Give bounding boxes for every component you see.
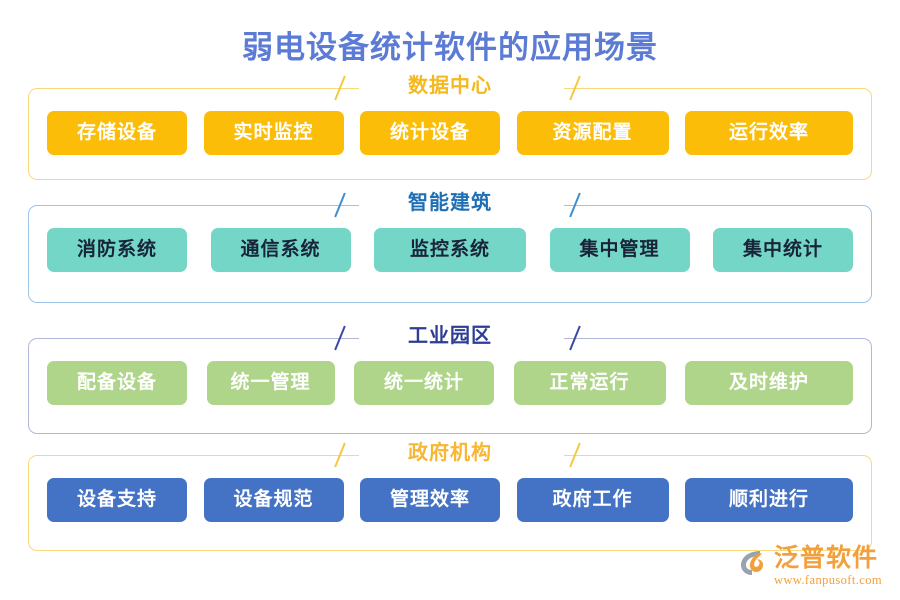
- fanpu-swirl-icon: [738, 548, 768, 578]
- page-title: 弱电设备统计软件的应用场景: [242, 30, 658, 65]
- chip-item[interactable]: 监控系统: [374, 228, 526, 272]
- chip-item[interactable]: 实时监控: [203, 111, 344, 155]
- chip-item[interactable]: 统一统计: [354, 361, 494, 405]
- chip-row: 消防系统 通信系统 监控系统 集中管理 集中统计: [29, 206, 871, 292]
- chip-item[interactable]: 及时维护: [685, 361, 853, 405]
- chip-item[interactable]: 资源配置: [516, 111, 669, 155]
- chip-row: 存储设备 实时监控 统计设备 资源配置 运行效率: [29, 89, 871, 175]
- logo-url: www.fanpusoft.com: [773, 573, 882, 587]
- chip-item[interactable]: 存储设备: [47, 111, 187, 155]
- label-gap: [359, 336, 564, 342]
- chip-item[interactable]: 集中管理: [549, 228, 690, 272]
- section-data-center: 数据中心 存储设备 实时监控 统计设备 资源配置 运行效率: [28, 75, 872, 180]
- chip-item[interactable]: 通信系统: [210, 228, 351, 272]
- label-gap: [359, 453, 564, 459]
- chip-item[interactable]: 正常运行: [513, 361, 666, 405]
- label-gap: [359, 86, 564, 92]
- logo-name: 泛普软件: [773, 544, 878, 572]
- label-gap: [359, 203, 564, 209]
- chip-item[interactable]: 统计设备: [360, 111, 500, 155]
- chip-item[interactable]: 设备支持: [47, 478, 187, 522]
- section-smart-building: 智能建筑 消防系统 通信系统 监控系统 集中管理 集中统计: [28, 192, 872, 303]
- logo-text-wrap: 泛普软件 www.fanpusoft.com: [773, 544, 882, 588]
- chip-item[interactable]: 政府工作: [516, 478, 669, 522]
- chip-item[interactable]: 集中统计: [713, 228, 853, 272]
- chip-item[interactable]: 配备设备: [47, 361, 187, 405]
- chip-row: 设备支持 设备规范 管理效率 政府工作 顺利进行: [29, 456, 871, 542]
- chip-item[interactable]: 设备规范: [203, 478, 344, 522]
- chip-row: 配备设备 统一管理 统一统计 正常运行 及时维护: [29, 339, 871, 425]
- section-government: 政府机构 设备支持 设备规范 管理效率 政府工作 顺利进行: [28, 442, 872, 551]
- section-industrial-park: 工业园区 配备设备 统一管理 统一统计 正常运行 及时维护: [28, 325, 872, 434]
- brand-logo: 泛普软件 www.fanpusoft.com: [738, 544, 882, 588]
- chip-item[interactable]: 管理效率: [360, 478, 500, 522]
- chip-item[interactable]: 统一管理: [206, 361, 335, 405]
- chip-item[interactable]: 运行效率: [685, 111, 853, 155]
- chip-item[interactable]: 顺利进行: [685, 478, 853, 522]
- chip-item[interactable]: 消防系统: [47, 228, 187, 272]
